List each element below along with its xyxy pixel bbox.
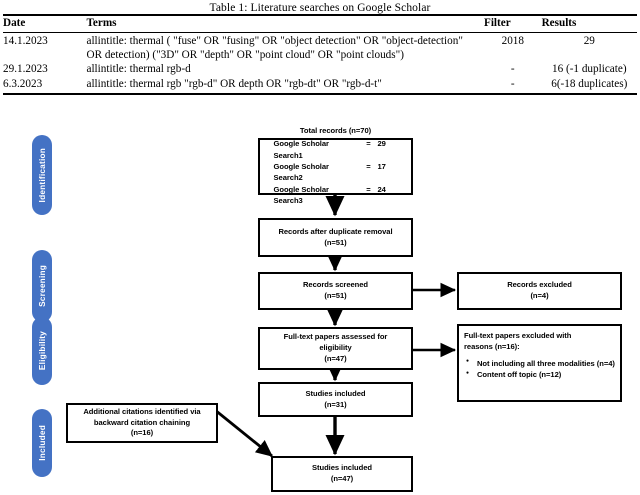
box-line-1: Full-text papers assessed for: [283, 332, 388, 342]
exclusion-reason-item: Not including all three modalities (n=4): [466, 358, 615, 370]
search-equals: =: [366, 139, 371, 149]
cell-results: 29: [583, 35, 595, 48]
box-records-screened: Records screened (n=51): [258, 272, 413, 310]
search-label: Google Scholar Search3: [273, 184, 329, 206]
search-label: Google Scholar Search2: [273, 162, 329, 183]
search-label: Google Scholar Search1: [273, 139, 329, 160]
search-value: 29: [377, 139, 386, 149]
box-line-2: (n=31): [324, 399, 347, 409]
phase-tab-label: Eligibility: [37, 331, 47, 371]
phase-tab-label: Screening: [37, 265, 47, 307]
cell-filter: 2018: [501, 35, 524, 48]
box-line-1: Records after duplicate removal: [278, 226, 393, 236]
arrow-additional-to-included47: [214, 408, 273, 458]
cell-terms: allintitle: thermal ( "fuse" OR "fusing"…: [86, 35, 463, 61]
literature-search-table: Date Terms Filter Results 14.1.2023 alli…: [3, 14, 637, 95]
box-line-3: (n=16): [130, 428, 154, 438]
search-equals: =: [366, 184, 371, 194]
excluded-title-line-1: Full-text papers excluded with: [464, 331, 572, 340]
search-equals: =: [366, 162, 371, 171]
cell-terms: allintitle: thermal rgb "rgb-d" OR depth…: [86, 76, 484, 95]
prisma-flow-diagram: Identification Screening Eligibility Inc…: [0, 122, 640, 495]
table-row: 14.1.2023 allintitle: thermal ( "fuse" O…: [3, 33, 637, 62]
phase-tab-label: Identification: [37, 147, 47, 203]
box-line-1: Studies included: [312, 463, 372, 473]
total-records-title: Total records (n=70): [299, 126, 372, 136]
cell-results: 6(-18 duplicates): [541, 76, 637, 95]
table-row: 29.1.2023 allintitle: thermal rgb-d - 16…: [3, 62, 637, 76]
phase-tab-identification: Identification: [32, 135, 52, 215]
box-fulltext-excluded: Full-text papers excluded with reasons (…: [457, 324, 622, 402]
phase-tab-label: Included: [37, 425, 47, 461]
cell-date: 29.1.2023: [3, 63, 48, 76]
table-header-row: Date Terms Filter Results: [3, 14, 637, 34]
box-studies-included-47: Studies included (n=47): [271, 456, 413, 492]
total-records-search-row: Google Scholar Search2 = 17: [274, 161, 398, 184]
box-line-2: (n=47): [330, 474, 354, 483]
box-fulltext-assessed: Full-text papers assessed for eligibilit…: [258, 327, 413, 370]
literature-search-table-section: Table 1: Literature searches on Google S…: [0, 0, 640, 122]
cell-results: 16 (-1 duplicate): [552, 63, 627, 76]
box-total-records: Total records (n=70) Google Scholar Sear…: [258, 126, 413, 205]
column-header-results: Results: [541, 14, 637, 34]
box-line-1: Studies included: [305, 388, 366, 398]
column-header-terms: Terms: [86, 14, 484, 34]
phase-tab-included: Included: [32, 409, 52, 477]
cell-filter: -: [510, 63, 515, 76]
box-records-after-duplicate-removal: Records after duplicate removal (n=51): [258, 218, 413, 257]
table-caption: Table 1: Literature searches on Google S…: [209, 2, 431, 14]
search-value: 17: [377, 162, 386, 171]
box-line-1: Records screened: [302, 280, 369, 290]
box-line-1: Additional citations identified via: [83, 406, 201, 416]
search-value: 24: [377, 184, 386, 194]
box-line-2: eligibility: [319, 343, 352, 353]
cell-date: 14.1.2023: [3, 35, 48, 48]
flow-connectors: [214, 195, 457, 458]
excluded-title-line-2: reasons (n=16):: [464, 341, 520, 351]
table-row: 6.3.2023 allintitle: thermal rgb "rgb-d"…: [3, 76, 637, 95]
cell-filter: -: [483, 76, 542, 95]
total-records-search-row: Google Scholar Search3 = 24: [274, 184, 398, 207]
cell-date: 6.3.2023: [3, 76, 87, 95]
box-studies-included-31: Studies included (n=31): [258, 382, 413, 417]
column-header-date: Date: [3, 14, 87, 34]
exclusion-reason-list: Not including all three modalities (n=4)…: [464, 358, 615, 383]
box-line-1: Records excluded: [507, 280, 572, 290]
phase-tab-eligibility: Eligibility: [32, 317, 52, 385]
box-additional-citations: Additional citations identified via back…: [66, 403, 218, 443]
box-line-2: backward citation chaining: [93, 417, 191, 427]
column-header-filter: Filter: [483, 14, 542, 34]
box-records-excluded: Records excluded (n=4): [457, 272, 622, 310]
exclusion-reason-item: Content off topic (n=12): [466, 370, 615, 381]
box-line-3: (n=47): [324, 353, 347, 363]
box-line-2: (n=51): [324, 237, 347, 247]
box-line-2: (n=4): [530, 291, 549, 300]
total-records-search-row: Google Scholar Search1 = 29: [274, 138, 398, 161]
phase-tab-screening: Screening: [32, 250, 52, 322]
box-line-2: (n=51): [324, 291, 347, 300]
cell-terms: allintitle: thermal rgb-d: [86, 63, 191, 76]
